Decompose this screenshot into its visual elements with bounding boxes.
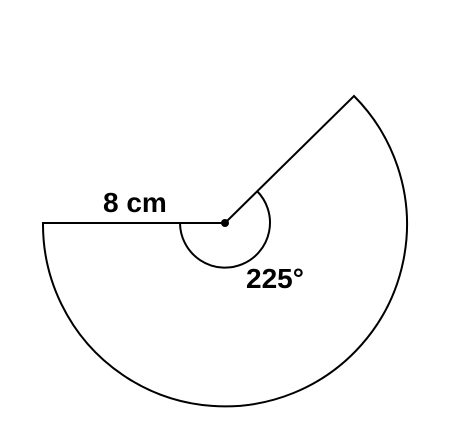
angle-label: 225° (246, 263, 304, 294)
sector-outline (41, 94, 408, 408)
center-point (221, 219, 229, 227)
angle-marker-arc (179, 190, 271, 269)
radius-label: 8 cm (103, 187, 167, 218)
